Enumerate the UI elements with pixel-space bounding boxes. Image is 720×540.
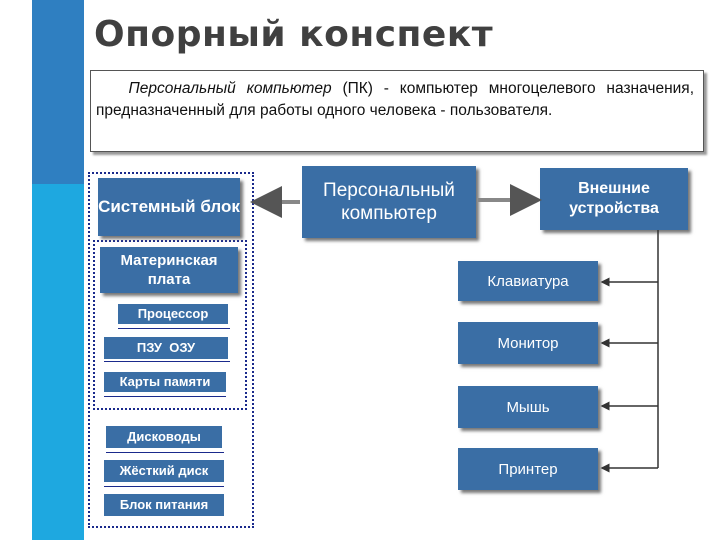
- memory-cards-underline: [104, 396, 226, 397]
- monitor-label: Монитор: [497, 334, 559, 352]
- monitor-box: Монитор: [458, 322, 598, 364]
- definition-abbr: (ПК): [342, 80, 373, 97]
- definition-rest: - компьютер многоцелевого назначения, пр…: [96, 80, 694, 119]
- system-block-label: Системный блок: [98, 197, 240, 216]
- rom-ram-item: ПЗУ ОЗУ: [104, 337, 228, 359]
- hard-disk-underline: [104, 486, 224, 487]
- processor-item: Процессор: [118, 304, 228, 324]
- external-devices-box: Внешние устройства: [540, 168, 688, 230]
- keyboard-box: Клавиатура: [458, 261, 598, 301]
- motherboard-label: Материнская плата: [120, 252, 218, 288]
- mouse-label: Мышь: [506, 398, 550, 416]
- mouse-box: Мышь: [458, 386, 598, 428]
- motherboard-outline: [93, 240, 247, 410]
- keyboard-label: Клавиатура: [487, 272, 569, 290]
- memory-cards-item: Карты памяти: [104, 372, 226, 392]
- external-devices-label: Внешние устройства: [569, 180, 659, 217]
- definition-box: [90, 70, 704, 152]
- pc-label: Персональный компьютер: [323, 180, 455, 224]
- definition-term: Персональный компьютер: [128, 80, 332, 97]
- sidebar-accent-bottom: [32, 184, 84, 540]
- sidebar-accent-top: [32, 0, 84, 184]
- system-block-box: Системный блок: [98, 178, 240, 236]
- printer-label: Принтер: [498, 460, 558, 478]
- hard-disk-item: Жёсткий диск: [104, 460, 224, 482]
- processor-underline: [118, 328, 230, 329]
- drives-item: Дисководы: [106, 426, 222, 448]
- printer-box: Принтер: [458, 448, 598, 490]
- pc-box: Персональный компьютер: [302, 166, 476, 238]
- power-supply-item: Блок питания: [104, 494, 224, 516]
- definition-text: Персональный компьютер (ПК) - компьютер …: [96, 78, 694, 122]
- system-block-outline: [88, 172, 254, 528]
- page-title: Опорный конспект: [94, 14, 494, 55]
- drives-underline: [106, 452, 224, 453]
- motherboard-box: Материнская плата: [100, 247, 238, 293]
- rom-ram-underline: [104, 361, 230, 362]
